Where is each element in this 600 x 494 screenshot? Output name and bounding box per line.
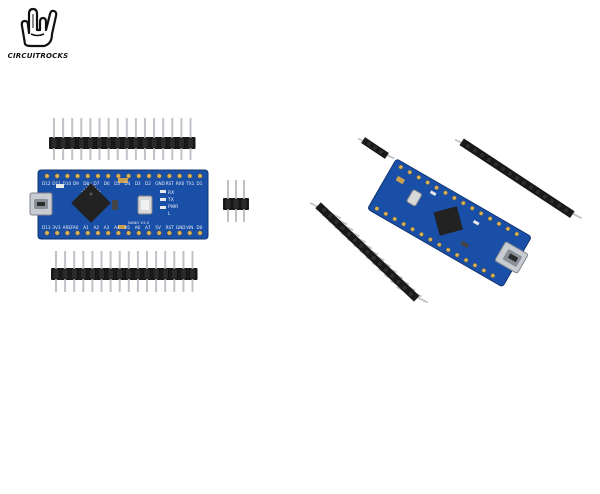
pin-label: D2 xyxy=(145,181,151,186)
pin-label: D11 xyxy=(52,181,61,186)
svg-text:RX: RX xyxy=(168,190,174,196)
pin-label: D10 xyxy=(63,181,72,186)
pin-label: D1 xyxy=(197,181,203,186)
pin-label: D8 xyxy=(83,181,89,186)
silk-marks: RX TX PWR L NANO V3.0 xyxy=(128,190,178,225)
pin-label: D6 xyxy=(104,181,110,186)
top-pin-header xyxy=(49,118,196,160)
pin-label: D0 xyxy=(197,225,203,230)
pin-label: GND xyxy=(176,225,186,230)
pin-label: VIN xyxy=(186,225,193,230)
pin-label: A0 xyxy=(73,225,79,230)
pin-label: D7 xyxy=(94,181,100,186)
pin-label: D12 xyxy=(42,181,51,186)
pin-label: A6 xyxy=(135,225,141,230)
micro-usb-port xyxy=(29,192,53,216)
smd-component xyxy=(118,178,128,183)
logo-wordmark: CIRCUITROCKS xyxy=(8,52,69,60)
pin-label: 3V3 xyxy=(52,225,61,230)
pin-label: A3 xyxy=(104,225,110,230)
smd-component xyxy=(56,184,64,188)
smd-component xyxy=(118,225,126,229)
svg-text:TX: TX xyxy=(167,197,174,203)
pin-label: A7 xyxy=(145,225,151,230)
pin-label: TX1 xyxy=(185,181,194,186)
pin-label: D9 xyxy=(73,181,79,186)
pin-label: GND xyxy=(155,181,165,186)
smd-component xyxy=(112,200,118,210)
smd-component xyxy=(160,190,166,193)
angled-small-header xyxy=(357,137,395,160)
svg-text:PWR: PWR xyxy=(168,204,178,210)
nano-board-angled xyxy=(309,137,583,304)
angled-long-header-right xyxy=(454,138,583,220)
pin-label: A4 xyxy=(114,225,120,230)
pin-label: A1 xyxy=(83,225,89,230)
pcb-pin-holes xyxy=(44,173,203,236)
pin-label: D13 xyxy=(42,225,51,230)
rock-hand-icon xyxy=(20,7,58,48)
angled-long-header-left xyxy=(309,202,429,304)
pin-label: RST xyxy=(166,225,175,230)
pin-label: AREF xyxy=(63,225,74,230)
atmega-chip xyxy=(71,182,111,223)
smd-component xyxy=(160,206,166,209)
pin-label: A2 xyxy=(94,225,100,230)
pin-label: D5 xyxy=(114,181,120,186)
smd-component xyxy=(160,198,166,201)
pin-label: RST xyxy=(166,181,175,186)
pin-label: A5 xyxy=(124,225,130,230)
reset-button xyxy=(137,195,153,215)
pin-label: D4 xyxy=(124,181,130,186)
pin-label: D3 xyxy=(135,181,141,186)
svg-text:NANO V3.0: NANO V3.0 xyxy=(128,220,150,225)
bottom-pin-header xyxy=(51,251,198,292)
svg-text:L: L xyxy=(168,211,171,217)
angled-pcb xyxy=(368,159,531,287)
icsp-pin-header xyxy=(223,180,249,222)
pin-label: RX0 xyxy=(176,181,185,186)
pin-label: 5V xyxy=(155,225,161,230)
